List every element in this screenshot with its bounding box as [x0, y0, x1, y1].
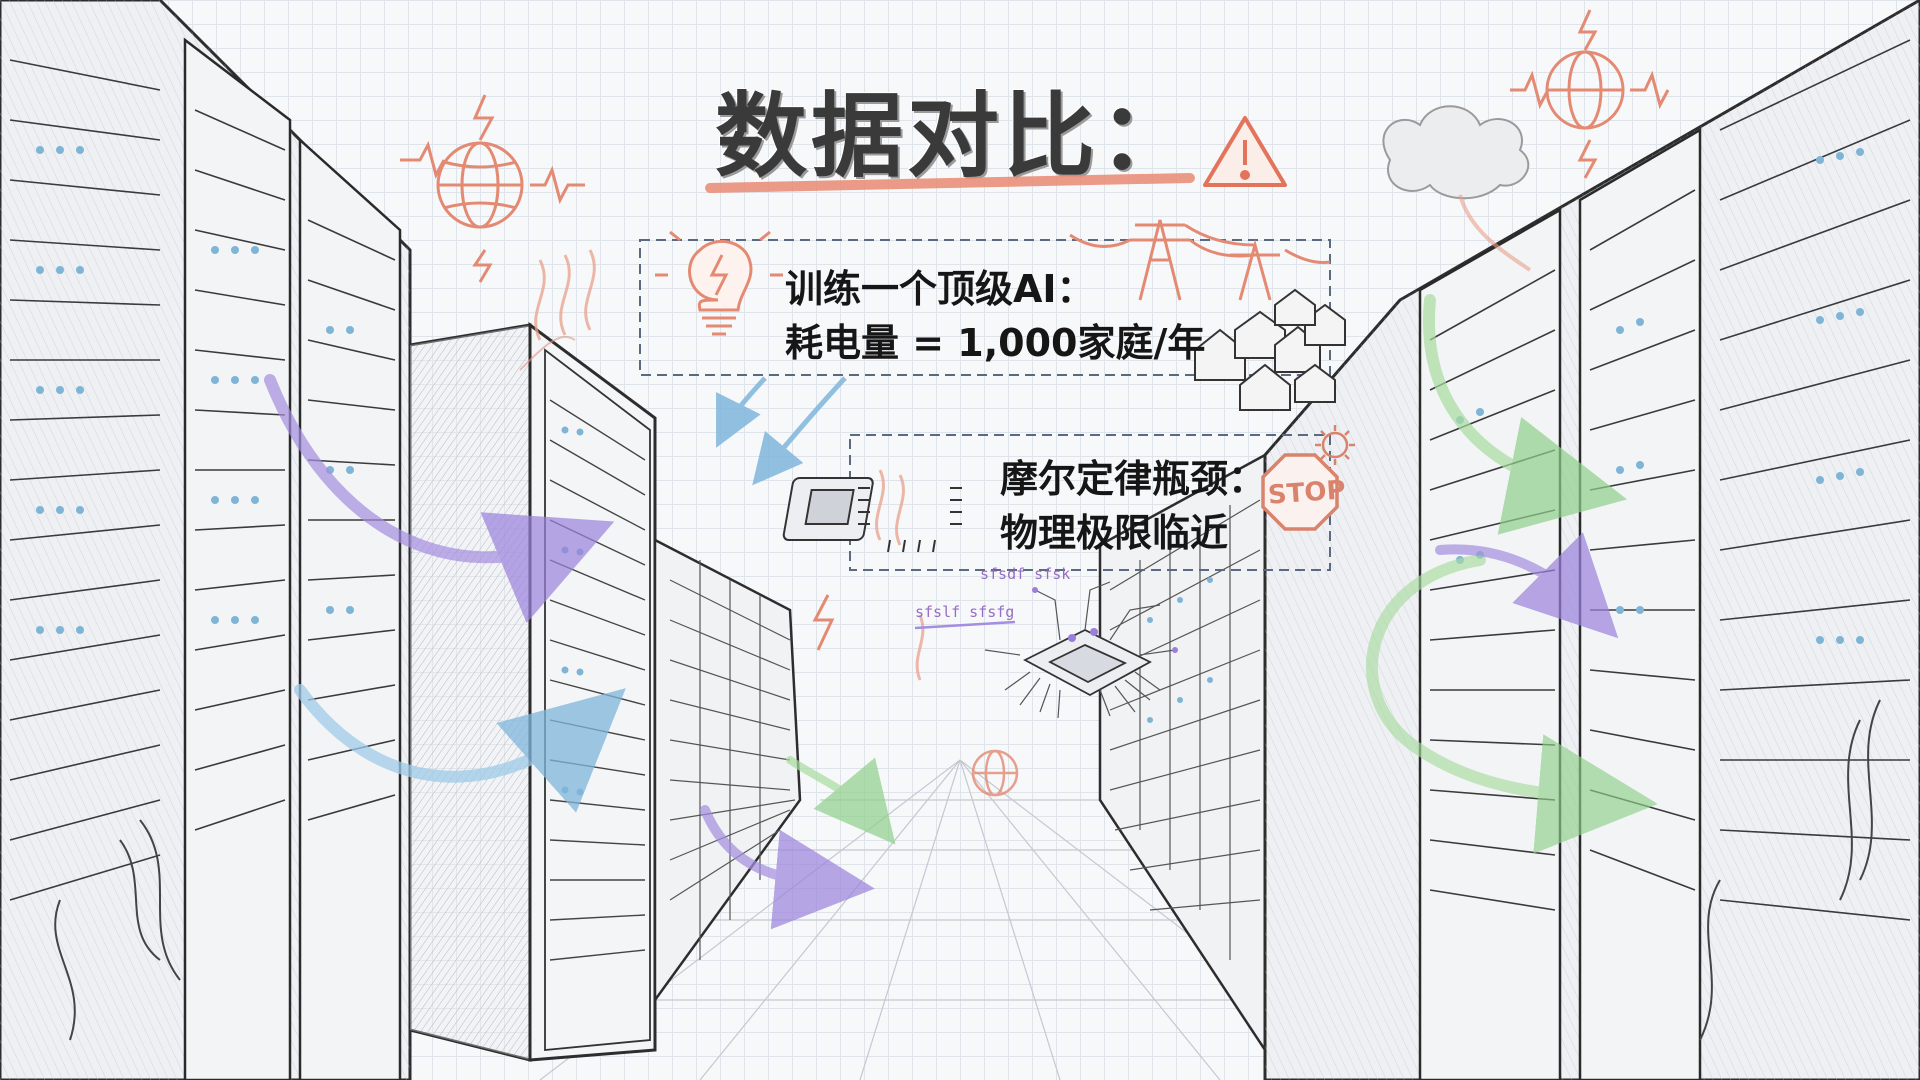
middle-rack-cabinet — [408, 322, 657, 1062]
globe-icon — [400, 94, 585, 283]
chip-scribble-underline — [914, 620, 1016, 630]
chip-scribble-2: sfslf sfsfg — [915, 603, 1015, 621]
cpu-chip-icon — [782, 477, 962, 553]
back-right-racks — [1098, 452, 1267, 1055]
moore-info-text: 摩尔定律瓶颈： 物理极限临近 — [1000, 452, 1266, 560]
energy-arrows — [716, 376, 847, 486]
left-rack-servers — [9, 59, 396, 901]
energy-info-text: 训练一个顶级AI： 耗电量 = 1,000家庭/年 — [785, 262, 1205, 370]
left-rack-leds — [36, 146, 354, 634]
left-rack-cables — [54, 819, 181, 1041]
stop-sign-icon — [1261, 453, 1339, 531]
circuit-chip-icon — [984, 581, 1178, 719]
houses-icon — [1194, 288, 1346, 411]
globe-icon — [1510, 9, 1670, 179]
chip-scribble-1: sfsdf sfsk — [980, 565, 1071, 583]
moore-info-line2: 物理极限临近 — [1000, 511, 1229, 555]
power-tower-icon — [1069, 219, 1331, 301]
left-rack-row — [0, 0, 412, 1080]
stop-sign-label: STOP — [1267, 475, 1347, 511]
globe-icon — [971, 749, 1019, 797]
gear-icon — [1315, 425, 1355, 465]
back-left-racks — [653, 537, 802, 1004]
energy-info-line1: 训练一个顶级AI： — [785, 267, 1095, 311]
lightbulb-icon — [655, 230, 783, 336]
lightning-icon — [812, 594, 835, 651]
heat-waves — [534, 249, 925, 681]
airflow-arrows — [264, 294, 1658, 930]
warning-triangle-icon — [1203, 116, 1287, 187]
energy-info-line2: 耗电量 = 1,000家庭/年 — [785, 321, 1206, 365]
page-title: 数据对比： — [715, 83, 1196, 190]
steam-cloud-icon — [1382, 105, 1532, 272]
moore-info-line1: 摩尔定律瓶颈： — [1000, 457, 1267, 501]
